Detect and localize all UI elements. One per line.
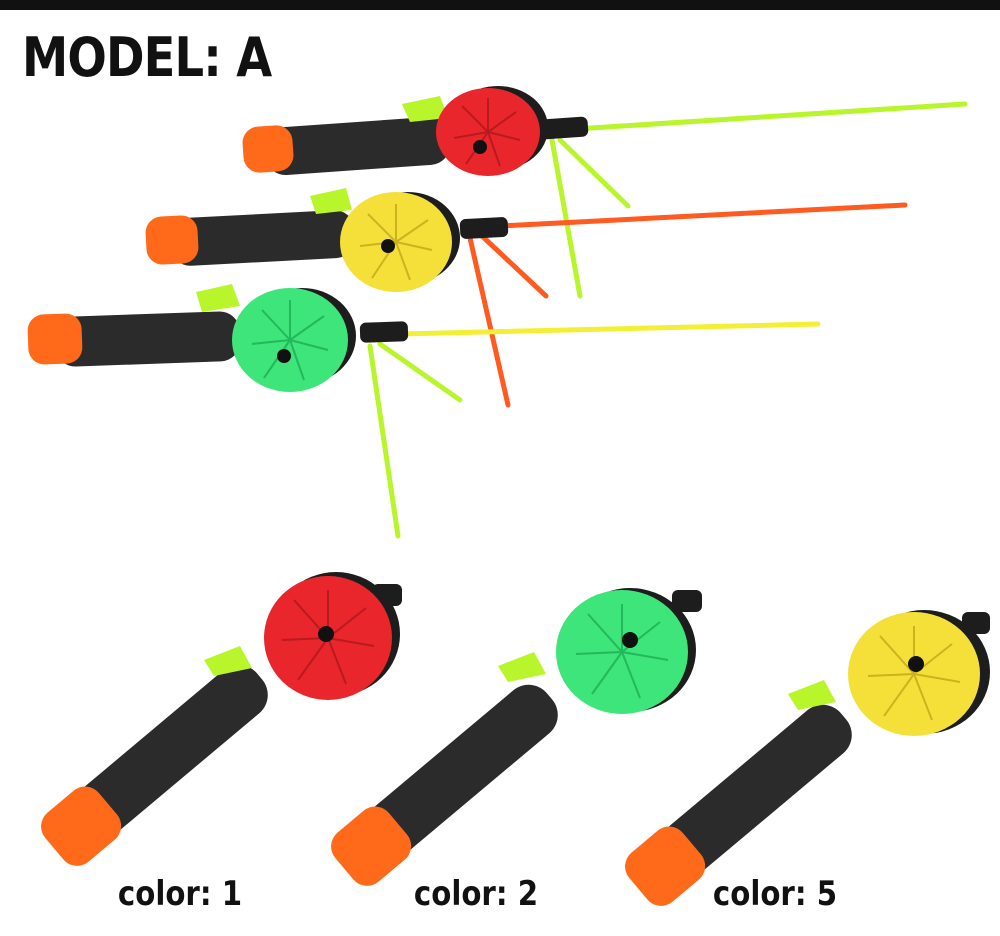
top-bar [0, 0, 1000, 10]
ice-rod-red [242, 86, 968, 299]
variant-red [41, 572, 402, 866]
ice-rod-green [27, 284, 821, 539]
variant-label-color-1: color: 1 [117, 874, 243, 914]
variant-green [331, 588, 702, 886]
variant-yellow [625, 610, 990, 906]
variant-label-color-2: color: 2 [413, 874, 539, 914]
variant-label-color-5: color: 5 [712, 874, 838, 914]
ice-rod-yellow [145, 188, 908, 408]
model-title: MODEL: A [22, 26, 272, 89]
